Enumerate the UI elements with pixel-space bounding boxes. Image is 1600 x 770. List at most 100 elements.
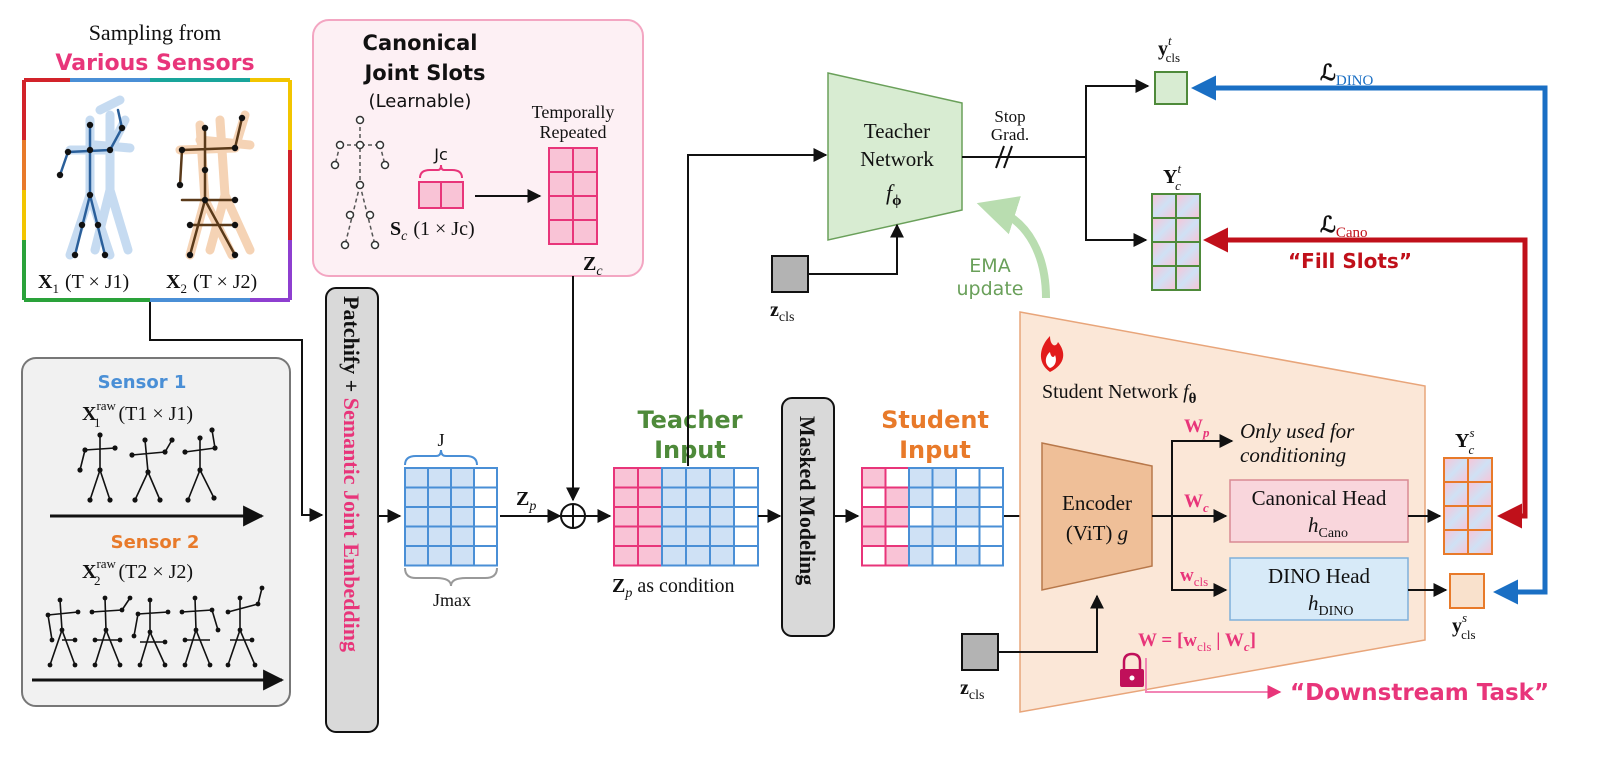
student-input-cell <box>908 486 934 508</box>
jc-brace <box>419 164 463 179</box>
teacher-input-to-network-arrow <box>687 148 828 466</box>
zcls-student: zcls <box>960 633 999 703</box>
zp-grid-cell <box>473 525 498 547</box>
sc-cell-1 <box>418 181 442 209</box>
zp-grid-cell <box>450 467 475 489</box>
teacher-input-cell <box>733 525 759 547</box>
wp-note-line1: Only used for <box>1240 419 1355 443</box>
ema-line1: EMA <box>969 255 1010 277</box>
sensor2-joints <box>45 585 265 668</box>
student-input-cell <box>861 506 887 528</box>
student-input-line1: Student <box>881 406 989 434</box>
student-input-cell <box>955 506 981 528</box>
teacher-to-Yc-arrow <box>1085 157 1148 247</box>
student-input-cell <box>908 506 934 528</box>
x2-label: X2(T × J2) <box>166 271 257 296</box>
repeated-line1: Temporally <box>532 102 615 122</box>
fire-icon <box>1040 336 1064 372</box>
student-input-cell <box>884 506 910 528</box>
teacher-network-line1: Teacher <box>864 119 930 143</box>
zp-grid-cell <box>473 506 498 528</box>
teacher-input-cell <box>733 545 759 567</box>
student-input-cell <box>978 525 1004 547</box>
canonical-title-line1: Canonical <box>363 31 478 55</box>
svg-text:Ysc: Ysc <box>1455 425 1475 457</box>
wp-label: Wp <box>1184 416 1210 440</box>
teacher-input-cell <box>661 525 687 547</box>
teacher-input-cell <box>637 467 663 489</box>
teacher-input-cell <box>709 525 735 547</box>
zp-grid-cell <box>473 486 498 508</box>
teacher-network-line2: Network <box>860 147 934 171</box>
encoder-line1: Encoder <box>1062 491 1132 515</box>
teacher-input-cell <box>709 467 735 489</box>
student-input-cell <box>861 545 887 567</box>
encoder-block <box>1041 442 1153 591</box>
teacher-input-cell <box>733 486 759 508</box>
canonical-skeleton-icon <box>330 115 390 250</box>
sensor-title-line1: Sampling from <box>89 20 222 45</box>
teacher-input-cell <box>613 525 639 547</box>
student-input-cell <box>931 506 957 528</box>
teacher-input-cell <box>685 506 711 528</box>
student-input-cell <box>861 486 887 508</box>
canonical-slots-panel: Canonical Joint Slots (Learnable) Jc Sc(… <box>312 19 644 279</box>
zp-grid-cell <box>450 545 475 567</box>
student-input-cell <box>955 467 981 489</box>
zcls-to-teacher-arrow <box>808 223 904 275</box>
teacher-input-cell <box>685 525 711 547</box>
sensor2-title: Sensor 2 <box>111 532 200 553</box>
student-input-cell <box>908 467 934 489</box>
svg-text:Ytc: Ytc <box>1163 161 1181 193</box>
sensor-to-patchify-arrow <box>149 302 324 522</box>
j-brace <box>404 449 478 466</box>
zp-grid <box>404 467 498 567</box>
ema-line2: update <box>957 278 1024 300</box>
zcls-to-encoder-arrow <box>998 594 1104 653</box>
downstream-label: “Downstream Task” <box>1290 680 1549 706</box>
zp-grid-cell <box>450 525 475 547</box>
sc-cell-2 <box>440 181 464 209</box>
zc-grid <box>548 147 598 245</box>
ema-arrow <box>976 196 1050 299</box>
downstream-arrow <box>1145 658 1282 699</box>
sum-icon <box>560 503 586 529</box>
zp-grid-cell <box>473 545 498 567</box>
dino-head-block <box>1229 557 1409 621</box>
dino-loss-path <box>1191 75 1548 605</box>
teacher-input-cell <box>637 525 663 547</box>
zp-grid-cell <box>404 506 429 528</box>
teacher-input-cell <box>613 506 639 528</box>
teacher-input-block: Teacher Input Zp as condition <box>612 406 759 601</box>
zp-grid-cell <box>427 506 452 528</box>
wp-note-line2: conditioning <box>1240 443 1346 467</box>
teacher-input-cell <box>661 506 687 528</box>
jmax-label: Jmax <box>433 590 471 610</box>
teacher-network-block: Teacher Network fϕ <box>827 72 963 241</box>
sc-label: Sc(1 × Jc) <box>390 218 475 244</box>
skeleton-sensor1-icon <box>56 95 135 260</box>
sensor-frame <box>22 78 292 302</box>
zp-label: Zp <box>516 488 536 514</box>
canonical-head-symbol: hCano <box>1308 513 1348 541</box>
canonical-head-block <box>1229 479 1409 543</box>
jmax-brace <box>404 567 498 587</box>
teacher-input-cell <box>733 506 759 528</box>
patchify-label: Patchify + Semantic Joint Embedding <box>339 296 364 652</box>
stop-grad-line1: Stop <box>994 107 1025 126</box>
zp-grid-cell <box>473 467 498 489</box>
wcls-label: wcls <box>1180 565 1208 589</box>
teacher-input-cell <box>685 467 711 489</box>
student-network-block: Student Network fθ Encoder (ViT) g Wp Wc… <box>1019 311 1448 713</box>
student-input-cell <box>955 525 981 547</box>
zp-condition-label: Zp as condition <box>612 575 735 601</box>
sensor-title-line2: Various Sensors <box>55 51 254 76</box>
sensor1-title: Sensor 1 <box>98 372 187 393</box>
teacher-input-line2: Input <box>654 436 726 464</box>
teacher-input-cell <box>709 486 735 508</box>
skeleton-sensor2-icon <box>175 110 255 260</box>
